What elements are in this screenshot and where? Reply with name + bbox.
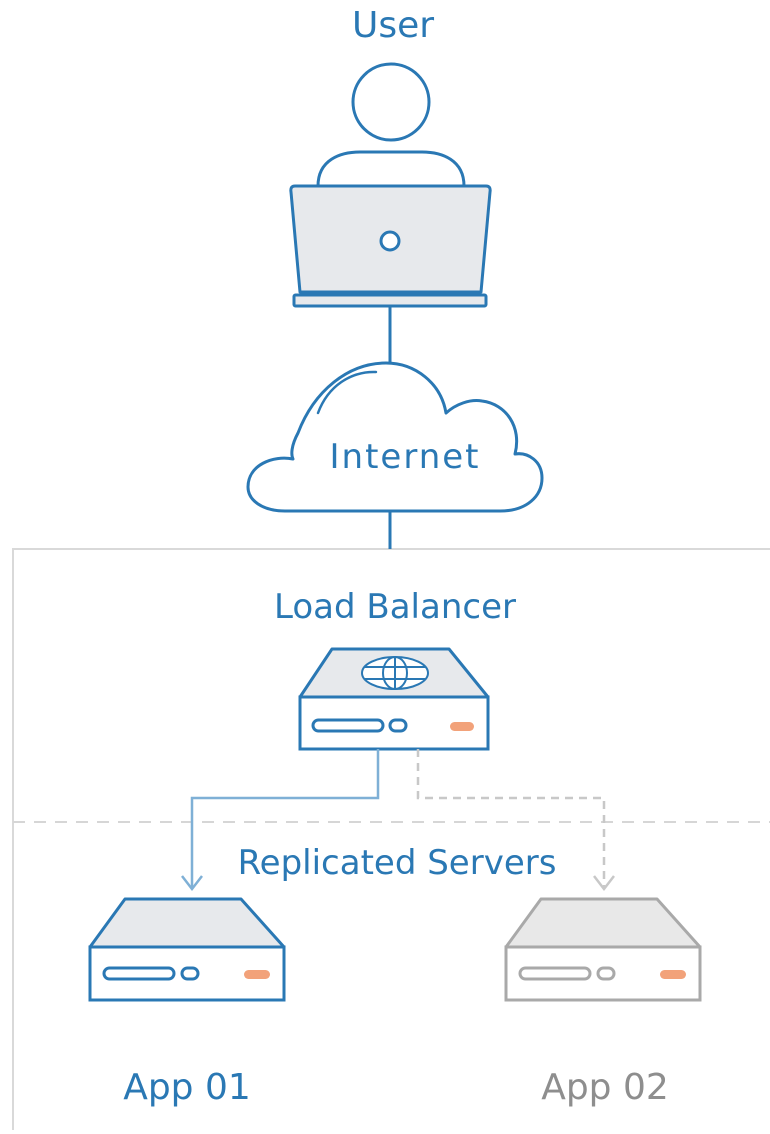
network-panel-border — [12, 548, 770, 1130]
app01-label: App 01 — [123, 1067, 251, 1108]
user-avatar-icon — [316, 62, 466, 187]
arrow-lb-to-app01 — [190, 749, 380, 888]
internet-label: Internet — [329, 437, 481, 477]
user-label: User — [351, 5, 435, 46]
app02-server-icon — [504, 897, 702, 1002]
arrow-lb-to-app02 — [416, 749, 606, 888]
app01-server-icon — [88, 897, 286, 1002]
globe-icon — [361, 656, 429, 690]
replicated-servers-label: Replicated Servers — [237, 843, 557, 883]
arrowhead-app01 — [181, 875, 203, 892]
cloud-icon — [246, 361, 544, 513]
laptop-icon — [289, 184, 492, 308]
load-balancer-label: Load Balancer — [274, 587, 516, 627]
arrowhead-app02 — [593, 875, 615, 892]
app02-label: App 02 — [541, 1067, 669, 1108]
